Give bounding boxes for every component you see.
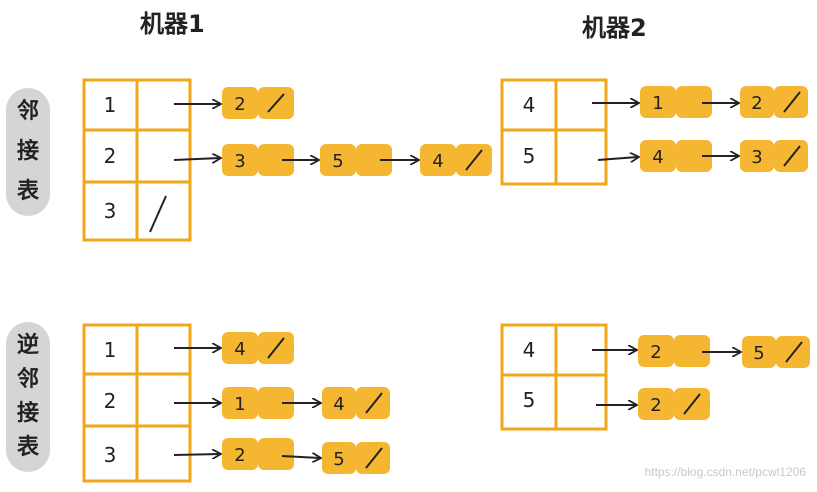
inverse-label-char-4: 表	[17, 435, 40, 460]
adj-m1-node-next	[258, 144, 294, 176]
adj-m1-node-value: 2	[234, 94, 245, 115]
inv-m1-vertex-3: 3	[104, 443, 117, 467]
adj-m2-node	[640, 86, 676, 118]
inv-m2-node-next	[674, 335, 710, 367]
inv-m1-node-next	[258, 387, 294, 419]
adj-m2-vertex-4: 4	[523, 93, 536, 117]
adj-m2-arrow	[597, 157, 638, 160]
inv-m1-node	[322, 387, 356, 419]
adj-m1-node	[320, 144, 356, 176]
inverse-machine2-table	[500, 323, 608, 431]
adj-m1-null-slash	[149, 195, 167, 233]
adj-m1-node-next	[356, 144, 392, 176]
adj-m2-node-next	[676, 140, 712, 172]
adj-m2-node	[740, 140, 774, 172]
inv-m2-node-value: 5	[753, 343, 764, 364]
adj-m2-vertex-5: 5	[523, 144, 536, 168]
inv-m1-vertex-1: 1	[104, 338, 117, 362]
adj-m1-node	[222, 144, 258, 176]
inverse-label-char-1: 逆	[17, 332, 39, 358]
adj-m2-node-next	[676, 86, 712, 118]
adj-m1-node-value: 3	[234, 151, 245, 172]
adj-m2-node-value: 2	[751, 93, 762, 114]
adjacency-label-char-2: 接	[17, 139, 39, 164]
inv-m1-node	[222, 387, 258, 419]
adj-m2-node	[740, 86, 774, 118]
inv-m1-node-value: 5	[333, 449, 344, 470]
inverse-label-char-2: 邻	[17, 366, 39, 392]
inv-m2-node	[742, 336, 776, 368]
inv-m2-vertex-5: 5	[523, 388, 536, 412]
inv-m1-null-slash	[365, 392, 383, 414]
inv-m1-arrow	[281, 456, 320, 458]
inv-m1-null-slash	[365, 447, 383, 469]
adj-m1-vertex-2: 2	[104, 144, 117, 168]
adj-m2-null-slash	[783, 91, 801, 113]
inv-m1-node-value: 4	[333, 394, 344, 415]
adj-m1-arrow	[173, 158, 220, 160]
adjacency-label-char-3: 表	[17, 179, 40, 204]
adj-m1-node	[420, 144, 456, 176]
inv-m2-node	[638, 388, 674, 420]
adj-m2-null-slash	[783, 145, 801, 167]
watermark: https://blog.csdn.net/pcwl1206	[645, 465, 807, 479]
adj-m1-null-slash	[465, 149, 483, 171]
inv-m2-null-slash	[683, 393, 701, 415]
inv-m2-vertex-4: 4	[523, 338, 536, 362]
adj-m2-node-value: 3	[751, 147, 762, 168]
inv-m1-node-value: 2	[234, 445, 245, 466]
inv-m1-null-slash	[267, 337, 285, 359]
adj-m1-null-slash	[267, 93, 285, 113]
machine1-title: 机器1	[140, 10, 205, 38]
inv-m1-node	[222, 438, 258, 470]
inv-m1-node	[222, 332, 258, 364]
inv-m2-node-value: 2	[650, 395, 661, 416]
machine2-title: 机器2	[582, 14, 647, 42]
adj-m2-node-value: 1	[652, 93, 663, 114]
adj-m1-node-value: 4	[432, 151, 443, 172]
inv-m1-node-next	[258, 438, 294, 470]
inverse-label-char-3: 接	[17, 401, 39, 426]
adjacency-label-char-1: 邻	[17, 98, 39, 124]
inv-m1-vertex-2: 2	[104, 389, 117, 413]
inv-m2-node	[638, 335, 674, 367]
adj-m1-vertex-1: 1	[104, 93, 117, 117]
adj-m1-node-value: 5	[332, 151, 343, 172]
inv-m1-node-value: 4	[234, 339, 245, 360]
inv-m1-node	[322, 442, 356, 474]
inv-m1-node-value: 1	[234, 394, 245, 415]
adj-m1-vertex-3: 3	[104, 199, 117, 223]
adj-m2-node	[640, 140, 676, 172]
adj-m2-node-value: 4	[652, 147, 663, 168]
adjacency-label-pill	[6, 88, 50, 216]
inverse-label-pill	[6, 322, 50, 472]
adjacency-machine2-table	[500, 78, 608, 186]
inv-m2-null-slash	[785, 341, 803, 363]
inv-m1-arrow	[173, 454, 220, 455]
inv-m2-node-value: 2	[650, 342, 661, 363]
adj-m1-node	[222, 87, 258, 119]
